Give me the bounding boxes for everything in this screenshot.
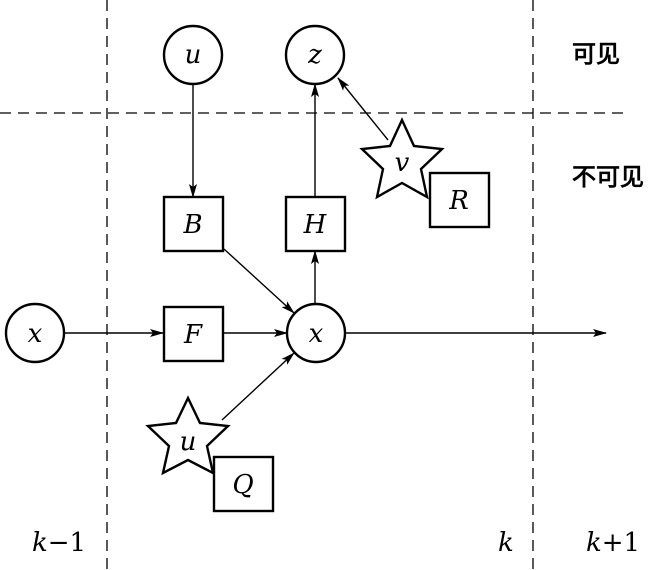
node-z-label: z <box>307 40 322 70</box>
node-x-label: x <box>309 319 324 349</box>
edge-b-to-x <box>223 248 295 314</box>
timestep-label-prev-offset: −1 <box>48 528 86 558</box>
edge-v-to-z <box>337 77 389 141</box>
box-h-label: H <box>303 210 328 240</box>
timestep-label-next: k+1 <box>586 528 640 558</box>
node-x: x <box>285 302 347 364</box>
star-v-noise: v <box>359 117 445 200</box>
node-x-prev-label: x <box>28 319 43 349</box>
node-u-control-label: u <box>185 40 202 70</box>
box-b-label: B <box>182 210 202 240</box>
box-h: H <box>284 195 347 253</box>
box-f: F <box>162 305 225 363</box>
edge-unoise-to-x <box>221 352 295 421</box>
box-r-label: R <box>448 186 469 216</box>
box-q: Q <box>212 455 275 513</box>
box-q-label: Q <box>232 470 253 500</box>
node-z: z <box>284 24 346 86</box>
region-label-invisible: 不可见 <box>572 163 644 191</box>
timestep-label-next-k: k <box>586 528 602 558</box>
box-b: B <box>162 195 225 253</box>
timestep-label-curr: k <box>498 528 514 558</box>
star-v-noise-label: v <box>395 148 410 178</box>
box-f-label: F <box>183 320 203 350</box>
timestep-label-prev: k−1 <box>32 528 86 558</box>
node-u-control: u <box>162 24 224 86</box>
node-x-prev: x <box>4 302 66 364</box>
star-u-noise: u <box>145 395 231 476</box>
timestep-label-next-offset: +1 <box>602 528 640 558</box>
star-u-noise-label: u <box>180 427 197 457</box>
timestep-label-prev-k: k <box>32 528 48 558</box>
timestep-label-curr-k: k <box>498 528 514 558</box>
box-r: R <box>428 171 491 229</box>
region-label-visible: 可见 <box>572 40 620 68</box>
